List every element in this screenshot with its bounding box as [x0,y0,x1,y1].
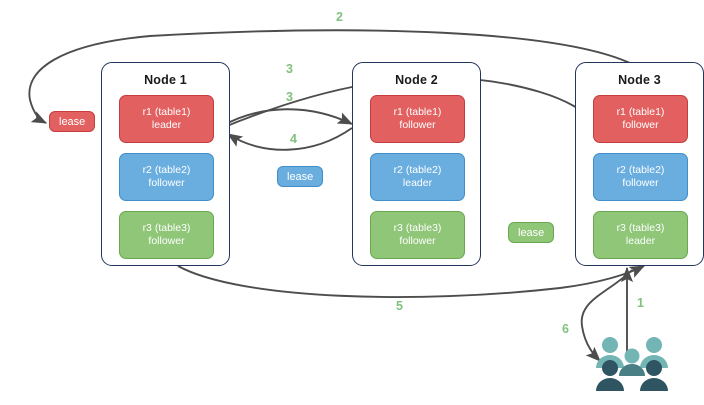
sequence-label-3a: 3 [286,62,293,76]
sequence-label-2: 2 [336,10,343,24]
replica-role: leader [151,119,182,131]
node-title: Node 1 [144,73,187,87]
replica-role: follower [622,177,659,189]
replica-name: r2 (table2) [393,163,442,176]
node-card-node3[interactable]: Node 3 r1 (table1) follower r2 (table2) … [575,62,704,266]
lease-badge-table1[interactable]: lease [49,111,96,132]
replica-name: r3 (table3) [616,221,665,234]
arrow-step-5 [177,265,646,298]
replica-n1r2[interactable]: r2 (table2) follower [119,153,214,201]
sequence-label-5: 5 [396,299,403,313]
node-card-node1[interactable]: Node 1 r1 (table1) leader r2 (table2) fo… [101,62,230,266]
node-title: Node 2 [395,73,438,87]
replica-name: r3 (table3) [393,221,442,234]
node-card-node2[interactable]: Node 2 r1 (table1) follower r2 (table2) … [352,62,481,266]
replica-n2r2[interactable]: r2 (table2) leader [370,153,465,201]
clients-icon [596,337,668,391]
replica-n1r3[interactable]: r3 (table3) follower [119,211,214,259]
replica-name: r1 (table1) [616,105,665,118]
node-title: Node 3 [618,73,661,87]
replica-role: follower [399,235,436,247]
lease-badge-table3[interactable]: lease [508,222,555,243]
replica-n2r3[interactable]: r3 (table3) follower [370,211,465,259]
replica-role: leader [625,235,656,247]
replica-role: follower [148,177,185,189]
sequence-label-1: 1 [637,296,644,310]
replica-name: r2 (table2) [142,163,191,176]
sequence-label-3b: 3 [286,90,293,104]
replica-n3r1[interactable]: r1 (table1) follower [593,95,688,143]
replica-role: leader [402,177,433,189]
replica-name: r1 (table1) [142,105,191,118]
replica-n1r1[interactable]: r1 (table1) leader [119,95,214,143]
replica-name: r1 (table1) [393,105,442,118]
sequence-label-6: 6 [562,322,569,336]
replica-role: follower [622,119,659,131]
replica-role: follower [399,119,436,131]
replica-n3r3[interactable]: r3 (table3) leader [593,211,688,259]
lease-badge-table2[interactable]: lease [277,166,324,187]
replica-name: r3 (table3) [142,221,191,234]
replica-n3r2[interactable]: r2 (table2) follower [593,153,688,201]
replica-n2r1[interactable]: r1 (table1) follower [370,95,465,143]
replica-name: r2 (table2) [616,163,665,176]
sequence-label-4: 4 [290,132,297,146]
arrow-step-3-node2 [221,108,354,127]
replica-role: follower [148,235,185,247]
